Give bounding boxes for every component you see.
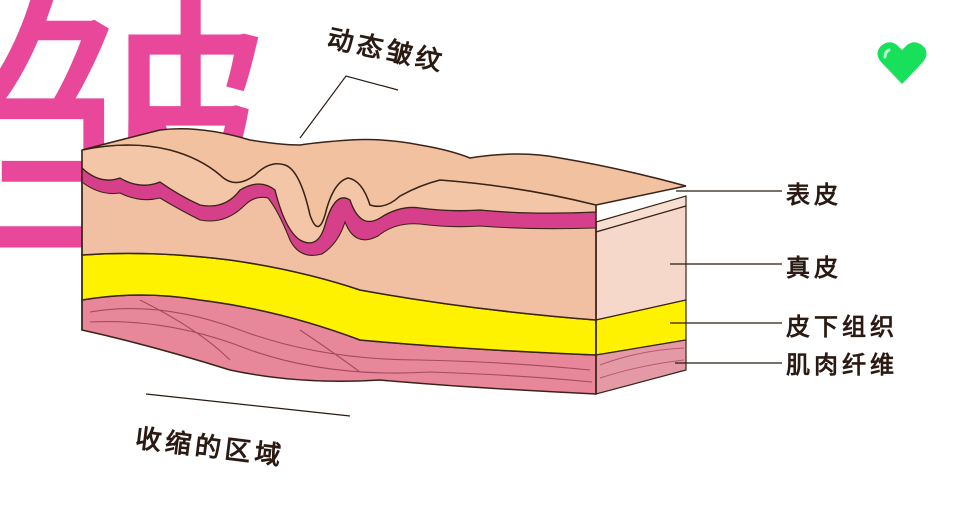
- label-dermis: 真皮: [786, 254, 842, 282]
- leader-contraction: [145, 393, 351, 417]
- skin-top-surface: [81, 128, 687, 228]
- leader-lines: [145, 75, 782, 417]
- label-muscle: 肌肉纤维: [786, 351, 898, 379]
- label-epidermis: 表皮: [786, 181, 842, 209]
- leader-dynamic-wrinkle: [299, 75, 399, 139]
- heart-icon: [877, 42, 927, 84]
- label-subcutaneous: 皮下组织: [786, 313, 898, 341]
- front-face: [81, 128, 687, 395]
- side-face: [595, 195, 687, 395]
